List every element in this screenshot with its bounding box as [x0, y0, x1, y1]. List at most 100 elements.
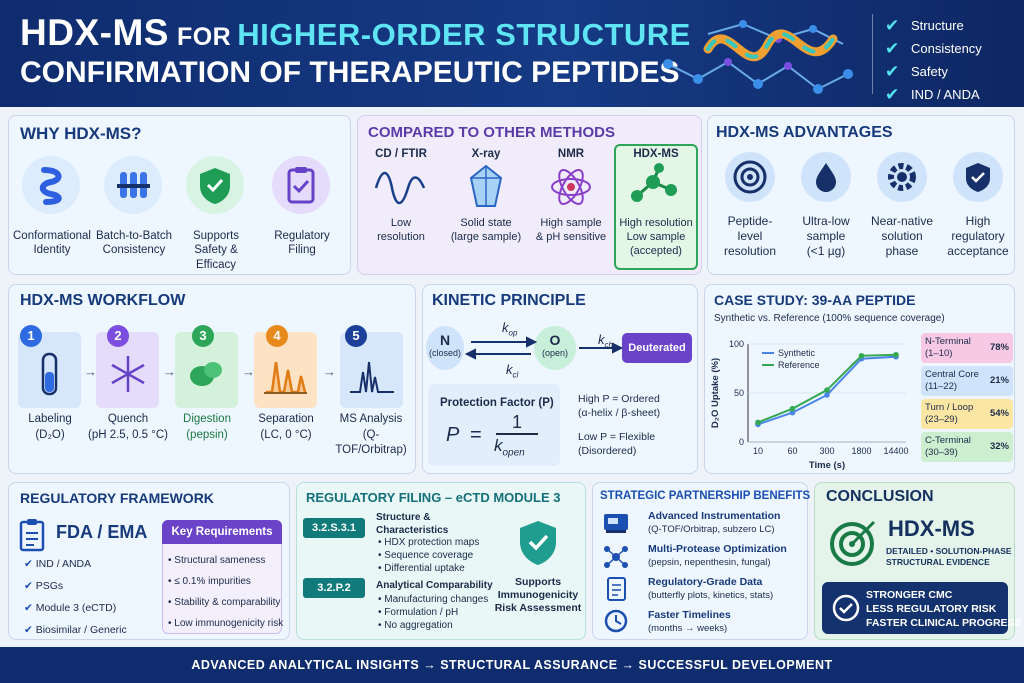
- data-point: [893, 351, 899, 358]
- test-tube-icon: [41, 352, 58, 396]
- compare-desc: Low sample: [626, 230, 686, 243]
- partner-heading: Regulatory-Grade Data: [648, 576, 763, 588]
- kr-text: Low immunogenicity risk: [174, 618, 284, 629]
- k-sub: cl: [512, 370, 519, 380]
- s1-item: • Sequence coverage: [378, 550, 474, 561]
- adv-title: HDX-MS ADVANTAGES: [716, 124, 893, 141]
- conclusion-big: HDX-MS: [888, 516, 975, 541]
- region-value: 78%: [989, 342, 1009, 353]
- y-axis-label: D₂O Uptake (%): [710, 358, 721, 428]
- adv-line: solution: [881, 229, 923, 243]
- state-closed: N(closed): [426, 326, 464, 370]
- k-symbol: k: [598, 332, 605, 347]
- check-label: Structure: [911, 18, 964, 33]
- data-point: [789, 409, 796, 416]
- check-icon: ✔: [885, 84, 900, 104]
- kr-item: • ≤ 0.1% impurities: [168, 576, 251, 587]
- step-number: 5: [345, 325, 367, 347]
- y-tick-label: 0: [739, 437, 744, 447]
- x-tick-label: 14400: [883, 446, 908, 456]
- x-tick-label: 1800: [851, 446, 871, 456]
- adv-line: acceptance: [947, 244, 1009, 258]
- s1-item: • HDX protection maps: [378, 537, 480, 548]
- adv-line: level: [737, 229, 763, 243]
- step-name: Digestion: [183, 413, 231, 425]
- s2-text: No aggregation: [384, 620, 453, 631]
- compare-desc: Low: [390, 217, 412, 229]
- support-line: Supports: [514, 576, 562, 588]
- check-circle-icon: [832, 594, 860, 622]
- kr-text: Stability & comparability: [174, 597, 281, 608]
- partnership-panel: [592, 482, 808, 640]
- partner-title: STRATEGIC PARTNERSHIP BENEFITS: [600, 490, 811, 502]
- s1-heading: Structure &Characteristics: [376, 512, 448, 537]
- region-row: Central Core(11–22)21%: [921, 366, 1013, 396]
- legend-label: Reference: [778, 360, 820, 370]
- document-icon: [19, 519, 45, 552]
- data-point: [789, 405, 796, 412]
- adv-line: phase: [885, 244, 919, 258]
- step-detail: (LC, 0 °C): [260, 428, 312, 441]
- partner-item: Regulatory-Grade Data(butterfly plots, k…: [648, 576, 773, 602]
- compare-desc: & pH sensitive: [535, 230, 607, 243]
- data-point: [858, 352, 865, 359]
- compare-name: HDX-MS: [633, 148, 679, 160]
- target-icon: [725, 152, 775, 202]
- reg-list-item: ✔ Module 3 (eCTD): [24, 597, 127, 619]
- kr-item: • Low immunogenicity risk: [168, 618, 284, 629]
- k-symbol: k: [502, 320, 509, 335]
- shield-icon: [186, 156, 244, 214]
- separation-box: [254, 332, 317, 408]
- snowflake-icon: [111, 356, 145, 392]
- check-icon: ✔: [24, 558, 36, 570]
- partner-detail: (butterfly plots, kinetics, stats): [648, 589, 774, 601]
- helix-icon: [22, 156, 80, 214]
- title-higher-order: HIGHER-ORDER STRUCTURE: [237, 17, 691, 52]
- partner-detail: (Q-TOF/Orbitrap, subzero LC): [648, 523, 775, 535]
- low-p-text: Low P = Flexible (Disordered): [578, 430, 655, 458]
- region-name: Turn / Loop: [925, 402, 974, 413]
- state-o-sub: (open): [541, 348, 568, 358]
- s1-item: • Differential uptake: [378, 563, 465, 574]
- region-range: (1–10): [925, 347, 953, 359]
- target-icon: [830, 520, 876, 566]
- support-line: Immunogenicity: [497, 589, 579, 602]
- compare-name: X-ray: [471, 148, 501, 160]
- compare-title: COMPARED TO OTHER METHODS: [368, 124, 615, 141]
- partner-item: Faster Timelines(months → weeks): [648, 609, 731, 635]
- kr-text: Structural sameness: [174, 555, 266, 566]
- adv-line: resolution: [723, 244, 777, 258]
- x-tick-label: 300: [819, 446, 834, 456]
- compare-desc: (accepted): [630, 244, 682, 257]
- step-number: 3: [192, 325, 214, 347]
- s2-text: Formulation / pH: [384, 607, 459, 618]
- section-tag: 3.2.P.2: [303, 578, 365, 598]
- step-detail: (pepsin): [186, 428, 228, 441]
- state-o: O: [549, 332, 561, 348]
- compare-desc: High sample: [540, 217, 602, 229]
- k-symbol: k: [494, 436, 503, 455]
- k-chem-label: kch: [598, 332, 613, 350]
- clipboard-icon: [272, 156, 330, 214]
- shield-check-icon: [953, 152, 1003, 202]
- protection-factor-box: [428, 384, 560, 466]
- adv-line: Near-native: [870, 214, 934, 228]
- deuterated-box: Deuterated: [622, 333, 692, 363]
- low-p-line: (Disordered): [578, 445, 637, 458]
- region-value: 54%: [989, 408, 1009, 419]
- pf-eq: =: [470, 424, 482, 446]
- check-label: Safety: [911, 64, 948, 79]
- conclusion-banner: [822, 582, 1008, 634]
- low-p-line: Low P = Flexible: [578, 431, 656, 443]
- region-value: 32%: [989, 441, 1009, 452]
- check-label: Consistency: [911, 41, 982, 56]
- y-tick-label: 100: [729, 339, 744, 349]
- pf-title: Protection Factor (P): [440, 397, 554, 409]
- crystal-icon: [469, 164, 503, 207]
- step-label: Digestion (pepsin): [166, 412, 248, 443]
